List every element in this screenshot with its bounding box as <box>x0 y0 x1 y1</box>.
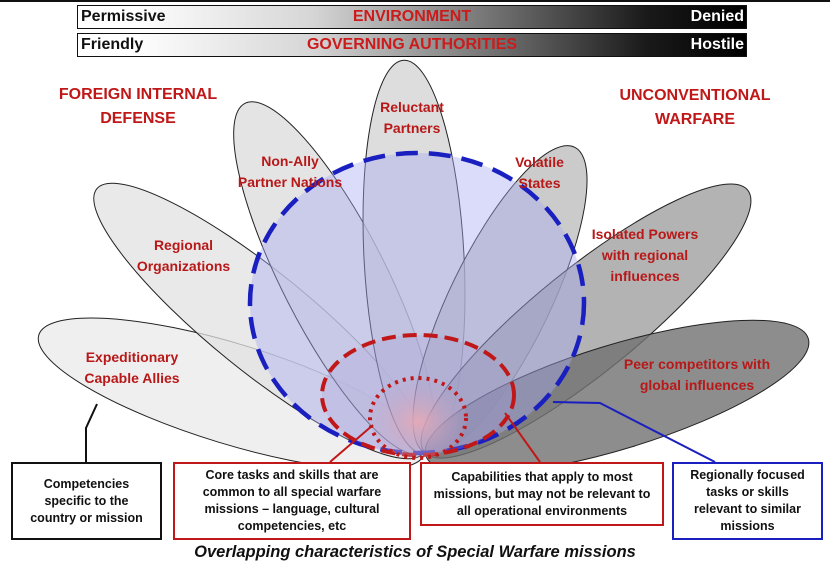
authorities-bar: Friendly GOVERNING AUTHORITIES Hostile <box>77 33 747 57</box>
box-line: Core tasks and skills that are <box>205 468 379 482</box>
box-line: all operational environments <box>456 503 628 518</box>
box-line: specific to the <box>44 493 129 508</box>
petal-label-line: Non-Ally <box>261 153 319 169</box>
box-line: country or mission <box>30 510 143 525</box>
connector-blue <box>552 401 716 463</box>
fid-title-line: FOREIGN INTERNAL <box>58 86 218 103</box>
uw-title-line: UNCONVENTIONAL <box>619 87 771 104</box>
environment-bar: Permissive ENVIRONMENT Denied <box>77 5 747 29</box>
connector-red-core <box>329 424 374 463</box>
petal-label-non-ally: Non-Ally Partner Nations <box>230 151 350 193</box>
uw-title-line: WARFARE <box>655 111 735 128</box>
core-circle <box>368 376 468 460</box>
petal-label-line: Isolated Powers <box>591 226 699 242</box>
figure-caption: Overlapping characteristics of Special W… <box>194 543 636 561</box>
box-line: common to all special warfare <box>202 485 382 499</box>
petal-label-peer: Peer competitors with global influences <box>612 354 782 396</box>
petal-label-line: Peer competitors with <box>623 356 771 372</box>
petal-label-line: Reluctant <box>380 99 444 115</box>
box-regional-tasks: Regionally focused tasks or skills relev… <box>672 462 823 540</box>
petal-label-line: Regional <box>153 237 214 253</box>
box-line: missions <box>720 519 775 533</box>
connector-black <box>85 403 98 462</box>
fid-title-line: DEFENSE <box>100 110 176 127</box>
environment-left-label: Permissive <box>81 8 166 25</box>
environment-right-label: Denied <box>690 8 744 25</box>
box-line: Competencies <box>43 476 130 491</box>
petal-label-line: Partner Nations <box>237 174 343 190</box>
petal-label-line: Volatile <box>515 154 564 170</box>
box-line: Regionally focused <box>690 468 805 482</box>
petal-label-line: Partners <box>383 120 441 136</box>
box-country-specific: Competencies specific to the country or … <box>11 462 162 540</box>
box-line: missions – language, cultural <box>204 502 380 516</box>
box-capabilities: Capabilities that apply to most missions… <box>420 462 664 526</box>
top-rule <box>0 0 830 2</box>
uw-title: UNCONVENTIONAL WARFARE <box>605 84 785 132</box>
petal-label-line: influences <box>610 268 680 284</box>
petal-label-line: with regional <box>601 247 689 263</box>
box-line: missions, but may not be relevant to <box>433 486 651 501</box>
authorities-left-label: Friendly <box>81 36 144 53</box>
box-line: Capabilities that apply to most <box>451 469 633 484</box>
petal-label-volatile: Volatile States <box>492 152 587 194</box>
petal-label-regional: Regional Organizations <box>121 235 246 277</box>
authorities-title: GOVERNING AUTHORITIES <box>306 36 518 53</box>
petal-label-line: Expeditionary <box>85 349 179 365</box>
fid-title: FOREIGN INTERNAL DEFENSE <box>48 83 228 131</box>
box-line: tasks or skills <box>706 485 789 499</box>
box-line: competencies, etc <box>237 519 347 533</box>
petal-label-reluctant: Reluctant Partners <box>362 97 462 139</box>
petal-label-line: Organizations <box>136 258 231 274</box>
authorities-right-label: Hostile <box>690 36 744 53</box>
petal-label-isolated: Isolated Powers with regional influences <box>580 224 710 287</box>
petal-label-expeditionary: Expeditionary Capable Allies <box>62 347 202 389</box>
petal-label-line: global influences <box>639 377 755 393</box>
box-line: relevant to similar <box>693 502 801 516</box>
petal-label-line: States <box>518 175 561 191</box>
environment-title: ENVIRONMENT <box>352 8 472 25</box>
connector-red-capabilities <box>504 412 541 463</box>
petal-label-line: Capable Allies <box>84 370 180 386</box>
box-core-tasks: Core tasks and skills that are common to… <box>173 462 411 540</box>
